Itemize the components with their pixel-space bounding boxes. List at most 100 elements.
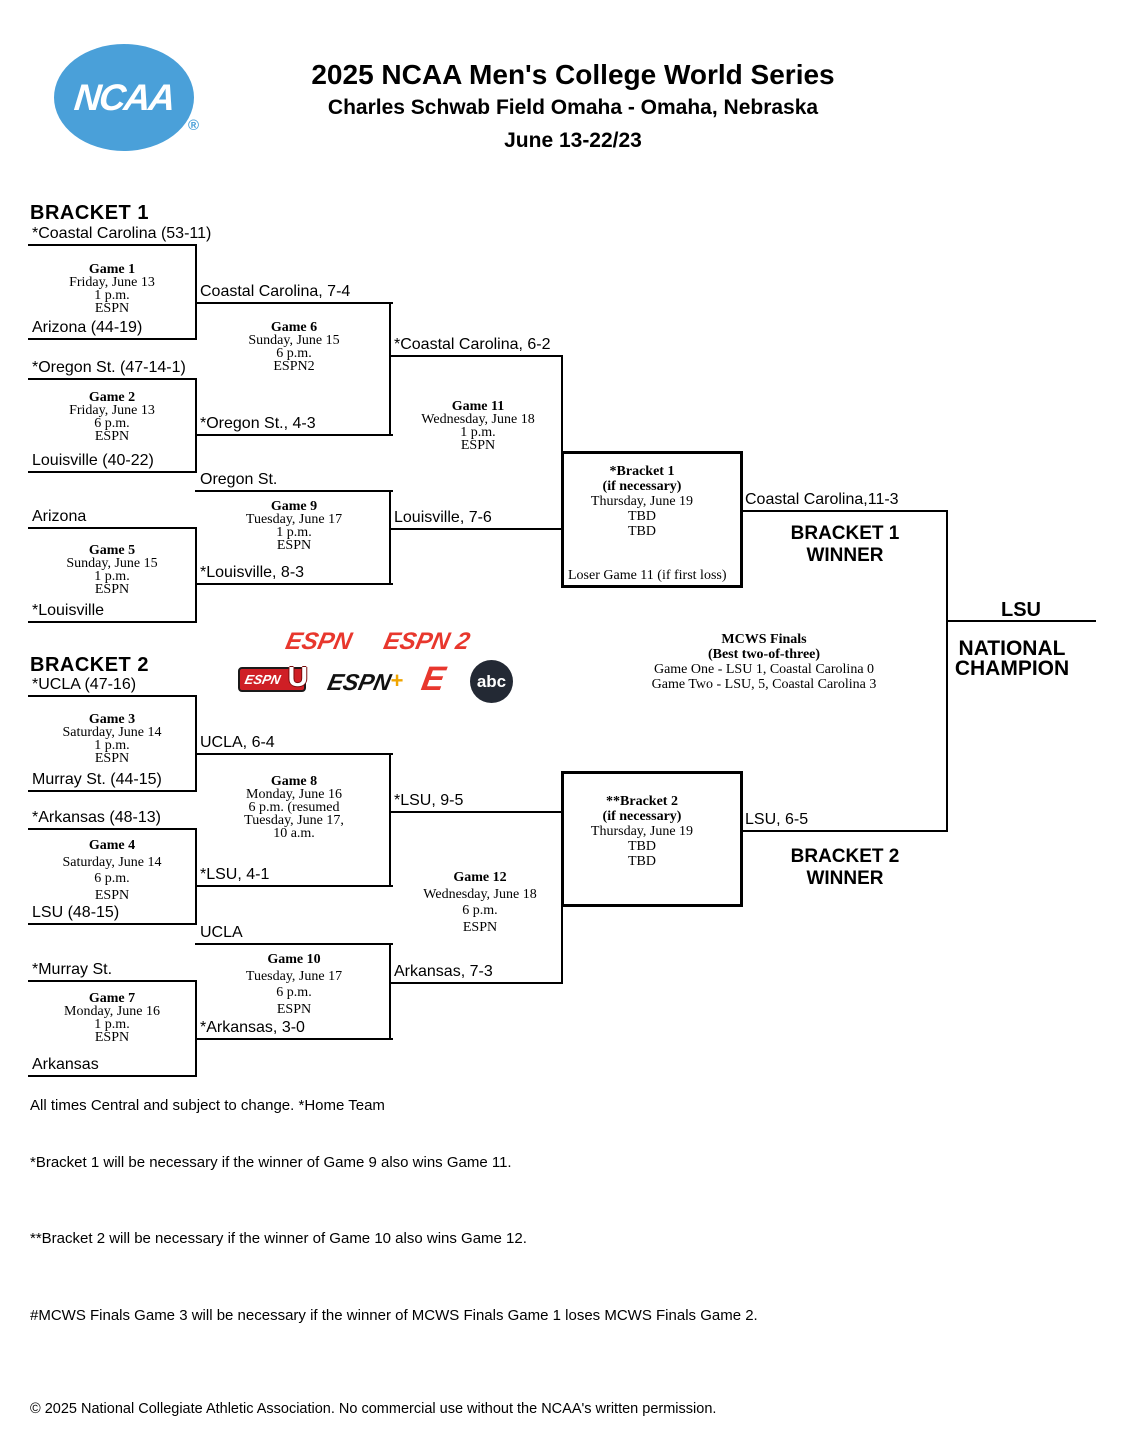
team-slot: LSU (48-15)	[32, 904, 120, 921]
game-time: 6 p.m.	[276, 985, 312, 1000]
times-footnote: All times Central and subject to change.…	[30, 1097, 385, 1114]
bracket2-winner-label: BRACKET 2 WINNER	[790, 846, 900, 889]
line-game10-ucla	[195, 943, 393, 945]
abc-logo: abc	[470, 660, 513, 703]
team-slot: Louisville (40-22)	[32, 452, 154, 469]
mcws-game3-footnote: #MCWS Finals Game 3 will be necessary if…	[30, 1307, 758, 1324]
line-seed-murray-st	[28, 790, 197, 792]
result-slot: Louisville, 7-6	[394, 509, 492, 526]
result-slot: Arkansas, 7-3	[394, 963, 493, 980]
if-necessary-date: Thursday, June 19	[590, 494, 694, 509]
result-slot: *LSU, 4-1	[200, 866, 270, 883]
game4-details: Game 4 Saturday, June 14 6 p.m. ESPN	[62, 838, 161, 904]
national-champion-team: LSU	[1001, 599, 1041, 621]
line-bracket2-winner	[740, 830, 948, 832]
mcws-finals-summary: MCWS Finals (Best two-of-three) Game One…	[564, 632, 964, 692]
team-slot: *Oregon St. (47-14-1)	[32, 359, 186, 376]
result-slot: *LSU, 9-5	[394, 792, 464, 809]
line-game1-winner	[195, 302, 393, 304]
bracket1-heading: BRACKET 1	[30, 202, 149, 224]
game2-details: Game 2 Friday, June 13 6 p.m. ESPN	[69, 390, 155, 444]
line-game3-winner	[195, 753, 393, 755]
team-slot: Arkansas	[32, 1056, 99, 1073]
game-title: Game 11	[451, 399, 505, 414]
result-slot: *Coastal Carolina, 6-2	[394, 336, 551, 353]
game-network: ESPN	[460, 438, 496, 453]
espn2-logo: ESPN 2	[381, 628, 473, 655]
game-date: Sunday, June 15	[248, 333, 340, 348]
team-slot: *Murray St.	[32, 961, 113, 978]
game-title: Game 6	[270, 320, 318, 335]
game-date: Monday, June 16	[246, 787, 342, 802]
game-time: 1 p.m.	[94, 288, 130, 303]
game5-details: Game 5 Sunday, June 15 1 p.m. ESPN	[66, 544, 157, 597]
line-seed-arkansas	[28, 828, 197, 830]
game-date: Tuesday, June 17	[245, 968, 343, 984]
result-slot: *Oregon St., 4-3	[200, 415, 316, 432]
team-slot: *Arkansas (48-13)	[32, 809, 161, 826]
result-slot: Coastal Carolina, 7-4	[200, 283, 351, 300]
game-network: ESPN	[462, 919, 498, 935]
if-necessary-subtitle: (if necessary)	[602, 809, 682, 824]
team-slot: *Louisville	[32, 602, 105, 619]
espnu-logo: ESPN U	[238, 661, 308, 692]
espnu-logo-text: ESPN	[243, 672, 283, 687]
game-title: Game 7	[88, 991, 136, 1006]
game-network: ESPN	[276, 538, 312, 553]
if-necessary-network: TBD	[628, 854, 656, 869]
game-network: ESPN	[94, 582, 130, 597]
game-network: ESPN2	[273, 359, 315, 374]
bracket2-if-necessary-box	[561, 771, 743, 907]
game-title: Game 1	[88, 262, 136, 277]
line-bracket1-winner	[740, 510, 948, 512]
mcws-finals-game-one: Game One - LSU 1, Coastal Carolina 0	[653, 662, 875, 677]
if-necessary-title: *Bracket 1	[609, 464, 675, 479]
bracket2-footnote: **Bracket 2 will be necessary if the win…	[30, 1230, 527, 1247]
connector-game11	[561, 355, 563, 530]
game-network: ESPN	[94, 751, 130, 766]
espnu-logo-u: U	[287, 661, 308, 692]
game-title: Game 2	[88, 390, 136, 405]
game-network: ESPN	[94, 429, 130, 444]
line-game5-louisville	[28, 621, 197, 623]
if-necessary-title: **Bracket 2	[606, 794, 678, 809]
line-seed-arizona	[28, 338, 197, 340]
game-title: Game 10	[267, 952, 321, 967]
game-time: 6 p.m.	[94, 416, 130, 431]
game-title: Game 8	[270, 774, 318, 789]
line-game8-winner	[389, 811, 563, 813]
game-date: Wednesday, June 18	[423, 886, 537, 902]
team-slot: Arizona (44-19)	[32, 319, 143, 336]
connector-game8	[389, 753, 391, 887]
loser-game11-note: Loser Game 11 (if first loss)	[568, 568, 727, 583]
bracket2-if-necessary-details: **Bracket 2 (if necessary) Thursday, Jun…	[556, 794, 728, 869]
game-title: Game 4	[88, 838, 136, 853]
espn-plus-logo-text: ESPN	[325, 669, 394, 695]
game-date: Saturday, June 14	[62, 854, 162, 870]
if-necessary-date: Thursday, June 19	[590, 824, 694, 839]
mcws-finals-game-two: Game Two - LSU, 5, Coastal Carolina 3	[651, 677, 877, 692]
game6-details: Game 6 Sunday, June 15 6 p.m. ESPN2	[248, 320, 340, 374]
game-network: ESPN	[94, 1030, 130, 1045]
if-necessary-subtitle: (if necessary)	[602, 479, 682, 494]
game11-details: Game 11 Wednesday, June 18 1 p.m. ESPN	[421, 399, 534, 453]
connector-game3	[195, 695, 197, 792]
line-national-champion	[946, 620, 1096, 622]
team-slot: *UCLA (47-16)	[32, 676, 137, 693]
result-slot: UCLA, 6-4	[200, 734, 275, 751]
game-time: 1 p.m.	[94, 569, 130, 584]
line-seed-oregon-st	[28, 378, 197, 380]
game-title: Game 9	[270, 499, 318, 514]
result-slot: LSU, 6-5	[745, 811, 809, 828]
bracket1-winner-label: BRACKET 1 WINNER	[790, 523, 900, 566]
line-game9-winner	[389, 528, 563, 530]
team-slot: UCLA	[200, 924, 243, 941]
result-slot: *Arkansas, 3-0	[200, 1019, 305, 1036]
game-title: Game 3	[88, 712, 136, 727]
connector-game2	[195, 378, 197, 473]
game3-details: Game 3 Saturday, June 14 1 p.m. ESPN	[62, 712, 161, 766]
game-date: Monday, June 16	[64, 1004, 160, 1019]
game7-details: Game 7 Monday, June 16 1 p.m. ESPN	[64, 991, 160, 1045]
game-date: Tuesday, June 17	[245, 512, 343, 527]
